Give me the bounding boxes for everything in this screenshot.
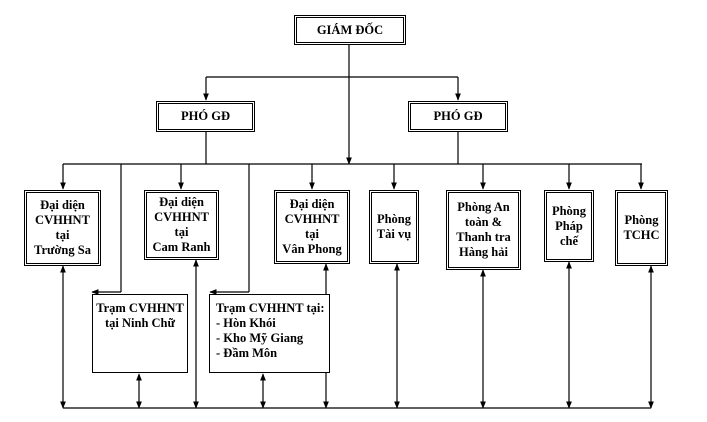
unit-phap-che-box: Phòng Pháp chế (544, 190, 594, 262)
unit-an-toan-label: Phòng An toàn & Thanh tra Hàng hải (456, 200, 511, 259)
unit-truong-sa-label: Đại diện CVHHNT tại Trường Sa (34, 198, 91, 257)
deputy-right-box: PHÓ GĐ (408, 101, 508, 132)
station-ninh-chu-label: Trạm CVHHNT tại Ninh Chữ (96, 301, 184, 330)
unit-cam-ranh-box: Đại diện CVHHNT tại Cam Ranh (144, 190, 219, 260)
deputy-right-label: PHÓ GĐ (433, 109, 483, 123)
unit-cam-ranh-label: Đại diện CVHHNT tại Cam Ranh (152, 195, 211, 254)
director-box: GIÁM ĐỐC (294, 15, 406, 45)
deputy-left-label: PHÓ GĐ (181, 109, 230, 123)
unit-tai-vu-box: Phòng Tài vụ (369, 190, 419, 264)
director-label: GIÁM ĐỐC (316, 22, 384, 37)
unit-tai-vu-label: Phòng Tài vụ (376, 212, 412, 241)
station-ninh-chu-box: Trạm CVHHNT tại Ninh Chữ (92, 294, 188, 373)
unit-an-toan-box: Phòng An toàn & Thanh tra Hàng hải (446, 190, 521, 270)
unit-van-phong-label: Đại diện CVHHNT tại Vân Phong (282, 197, 342, 256)
unit-truong-sa-box: Đại diện CVHHNT tại Trường Sa (24, 190, 101, 266)
station-hon-khoi-label: Trạm CVHHNT tại: - Hòn Khói - Kho Mỹ Gia… (216, 301, 325, 360)
deputy-left-box: PHÓ GĐ (156, 101, 255, 132)
unit-tchc-label: Phòng TCHC (623, 213, 660, 242)
unit-phap-che-label: Phòng Pháp chế (551, 203, 587, 248)
unit-van-phong-box: Đại diện CVHHNT tại Vân Phong (274, 190, 350, 264)
unit-tchc-box: Phòng TCHC (615, 190, 668, 266)
station-hon-khoi-box: Trạm CVHHNT tại: - Hòn Khói - Kho Mỹ Gia… (209, 294, 330, 373)
